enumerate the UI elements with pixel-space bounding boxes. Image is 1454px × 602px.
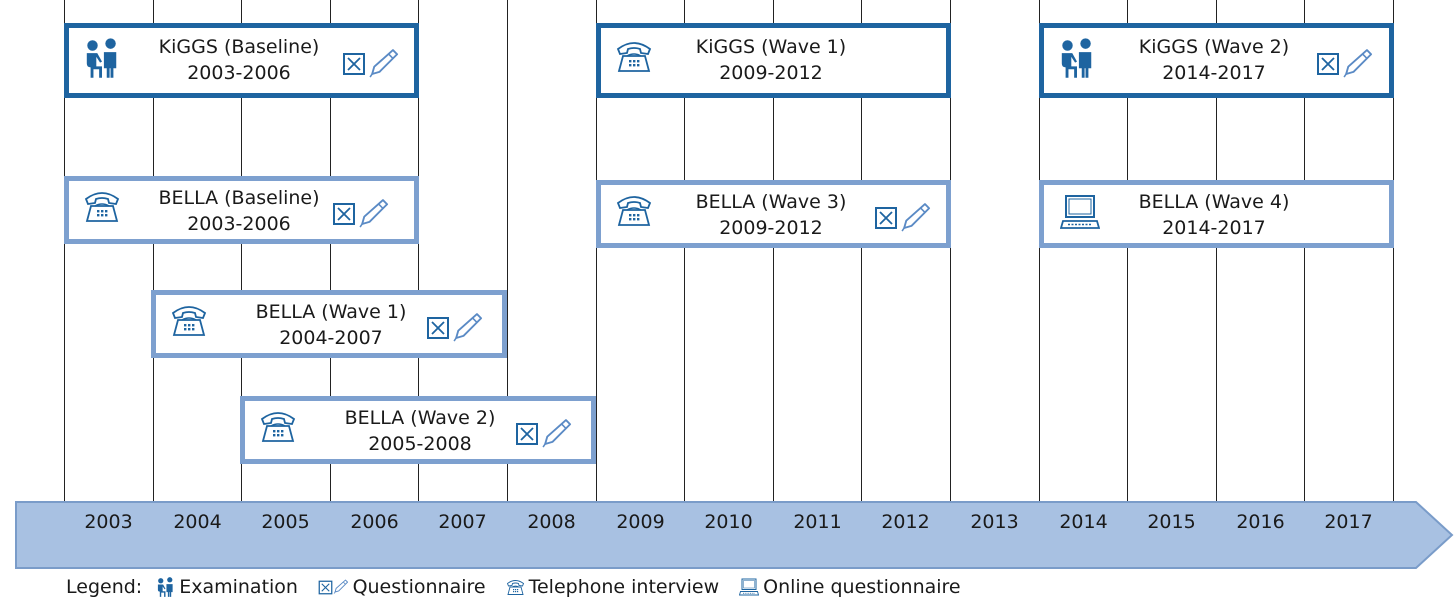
study-name: KiGGS (Wave 1): [695, 36, 847, 58]
questionnaire-icon: [1316, 48, 1373, 79]
telephone-icon: [259, 410, 297, 444]
study-name: BELLA (Wave 2): [344, 407, 496, 429]
study-years: 2014-2017: [1162, 217, 1266, 239]
checkbox-icon: [1317, 52, 1339, 75]
checkbox-icon: [427, 316, 449, 339]
year-gridline: [241, 0, 242, 545]
checkbox-icon: [333, 202, 355, 225]
questionnaire-icon: [426, 312, 483, 343]
legend-item-questionnaire: Questionnaire: [318, 576, 486, 598]
year-label: 2004: [173, 511, 222, 533]
timeline-arrow: [15, 501, 1454, 569]
telephone-icon: [83, 190, 121, 224]
study-years: 2014-2017: [1162, 62, 1266, 84]
checkbox-icon: [343, 52, 365, 75]
timeline-arrow-body: [15, 501, 1454, 569]
questionnaire-icon: [874, 202, 931, 233]
year-label: 2007: [438, 511, 487, 533]
study-years: 2003-2006: [187, 62, 291, 84]
year-gridline: [1127, 0, 1128, 545]
study-box-kiggs-wave1: KiGGS (Wave 1) 2009-2012: [596, 23, 951, 98]
study-name: KiGGS (Baseline): [158, 36, 320, 58]
computer-icon: [739, 578, 760, 596]
legend-item-online: Online questionnaire: [739, 576, 961, 598]
study-box-kiggs-wave2: KiGGS (Wave 2) 2014-2017: [1039, 23, 1394, 98]
year-label: 2008: [527, 511, 576, 533]
telephone-icon: [170, 304, 208, 338]
study-box-bella-wave1: BELLA (Wave 1) 2004-2007: [151, 290, 507, 358]
year-label: 2006: [350, 511, 399, 533]
year-label: 2010: [704, 511, 753, 533]
study-name: BELLA (Baseline): [158, 187, 320, 209]
study-years: 2005-2008: [368, 433, 472, 455]
study-years: 2009-2012: [719, 62, 823, 84]
study-box-kiggs-baseline: KiGGS (Baseline) 2003-2006: [64, 23, 419, 98]
study-name: BELLA (Wave 3): [695, 191, 847, 213]
year-gridline: [153, 0, 154, 545]
pen-icon: [333, 579, 348, 594]
questionnaire-icon: [342, 48, 399, 79]
year-gridline: [1393, 0, 1394, 545]
legend-label: Questionnaire: [352, 576, 486, 598]
year-gridline: [1216, 0, 1217, 545]
legend-item-examination: Examination: [156, 576, 298, 598]
pen-icon: [1343, 49, 1373, 78]
year-label: 2014: [1059, 511, 1108, 533]
legend-item-telephone: Telephone interview: [506, 576, 720, 598]
study-box-bella-wave2: BELLA (Wave 2) 2005-2008: [240, 396, 596, 464]
study-name: BELLA (Wave 1): [255, 301, 407, 323]
year-gridline: [861, 0, 862, 545]
questionnaire-icon: [515, 418, 572, 449]
legend-title: Legend:: [66, 576, 143, 598]
study-name: KiGGS (Wave 2): [1138, 36, 1290, 58]
year-label: 2011: [793, 511, 842, 533]
year-gridline: [596, 0, 597, 545]
pen-icon: [542, 419, 572, 448]
study-years: 2004-2007: [279, 327, 383, 349]
checkbox-icon: [318, 580, 333, 594]
telephone-icon: [615, 194, 653, 228]
pen-icon: [901, 203, 931, 232]
examination-icon: [83, 36, 121, 80]
telephone-icon: [506, 579, 525, 596]
study-years: 2009-2012: [719, 217, 823, 239]
year-gridline: [684, 0, 685, 545]
examination-icon: [1058, 36, 1096, 80]
pen-icon: [369, 49, 399, 78]
year-gridline: [418, 0, 419, 545]
year-gridline: [1039, 0, 1040, 545]
year-gridline: [64, 0, 65, 545]
legend-label: Online questionnaire: [763, 576, 961, 598]
study-name: BELLA (Wave 4): [1138, 191, 1290, 213]
study-box-bella-wave4: BELLA (Wave 4) 2014-2017: [1039, 180, 1394, 248]
year-label: 2013: [970, 511, 1019, 533]
study-box-bella-wave3: BELLA (Wave 3) 2009-2012: [596, 180, 951, 248]
legend: Legend: Examination Questionnaire Teleph…: [66, 573, 981, 601]
year-label: 2009: [616, 511, 665, 533]
questionnaire-icon: [332, 198, 389, 229]
year-label: 2012: [881, 511, 930, 533]
year-gridline: [1304, 0, 1305, 545]
checkbox-icon: [875, 206, 897, 229]
year-gridline: [330, 0, 331, 545]
year-label: 2016: [1236, 511, 1285, 533]
year-gridline: [950, 0, 951, 545]
legend-label: Examination: [179, 576, 298, 598]
year-label: 2005: [261, 511, 310, 533]
pen-icon: [453, 313, 483, 342]
computer-icon: [1060, 194, 1100, 230]
questionnaire-icon: [318, 579, 349, 595]
year-gridline: [773, 0, 774, 545]
year-gridline: [507, 0, 508, 545]
study-box-bella-baseline: BELLA (Baseline) 2003-2006: [64, 176, 419, 244]
year-label: 2017: [1324, 511, 1373, 533]
examination-icon: [156, 576, 175, 598]
year-label: 2015: [1147, 511, 1196, 533]
study-years: 2003-2006: [187, 213, 291, 235]
year-label: 2003: [84, 511, 133, 533]
telephone-icon: [615, 40, 653, 74]
pen-icon: [359, 199, 389, 228]
legend-label: Telephone interview: [528, 576, 720, 598]
checkbox-icon: [516, 422, 538, 445]
